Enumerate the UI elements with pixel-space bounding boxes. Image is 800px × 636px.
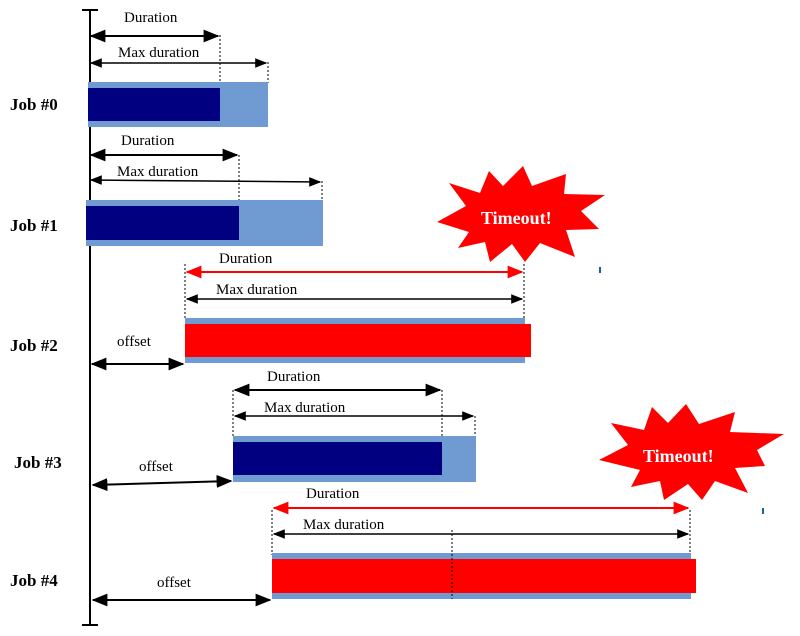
max-duration-label: Max duration (118, 45, 200, 61)
duration-label: Duration (219, 251, 273, 267)
duration-label: Duration (267, 369, 321, 385)
timeout-burst: Timeout! (599, 404, 784, 500)
job-label: Job #3 (14, 453, 62, 472)
max-duration-label: Max duration (117, 164, 199, 180)
job-label: Job #2 (10, 336, 58, 355)
stray-mark (762, 508, 764, 514)
timeout-label: Timeout! (643, 446, 714, 466)
duration-label: Duration (121, 133, 175, 149)
job-1: Job #1 Duration Max duration Timeout! (10, 133, 605, 262)
max-duration-label: Max duration (264, 400, 346, 416)
duration-bar (88, 88, 220, 121)
job-0: Job #0 Duration Max duration (10, 10, 269, 127)
offset-label: offset (139, 459, 174, 475)
job-2: Job #2 Duration Max duration offset (10, 251, 601, 371)
stray-mark (599, 267, 601, 273)
job-label: Job #0 (10, 95, 58, 114)
job-3: Job #3 Duration Max duration offset (14, 369, 476, 491)
job-4: Job #4 Duration Max duration offset Time… (10, 404, 784, 607)
duration-bar (86, 206, 239, 240)
duration-bar (233, 442, 442, 475)
duration-label: Duration (124, 10, 178, 26)
job-label: Job #1 (10, 216, 58, 235)
max-duration-label: Max duration (216, 282, 298, 298)
offset-label: offset (157, 575, 192, 591)
timeout-burst: Timeout! (437, 166, 605, 262)
max-duration-label: Max duration (303, 517, 385, 533)
offset-label: offset (117, 334, 152, 350)
duration-bar (185, 324, 531, 357)
max-duration-arrow (89, 175, 322, 187)
job-label: Job #4 (10, 571, 58, 590)
offset-arrow (91, 475, 233, 491)
timeout-label: Timeout! (481, 208, 552, 228)
duration-label: Duration (306, 486, 360, 502)
duration-bar (272, 559, 696, 593)
